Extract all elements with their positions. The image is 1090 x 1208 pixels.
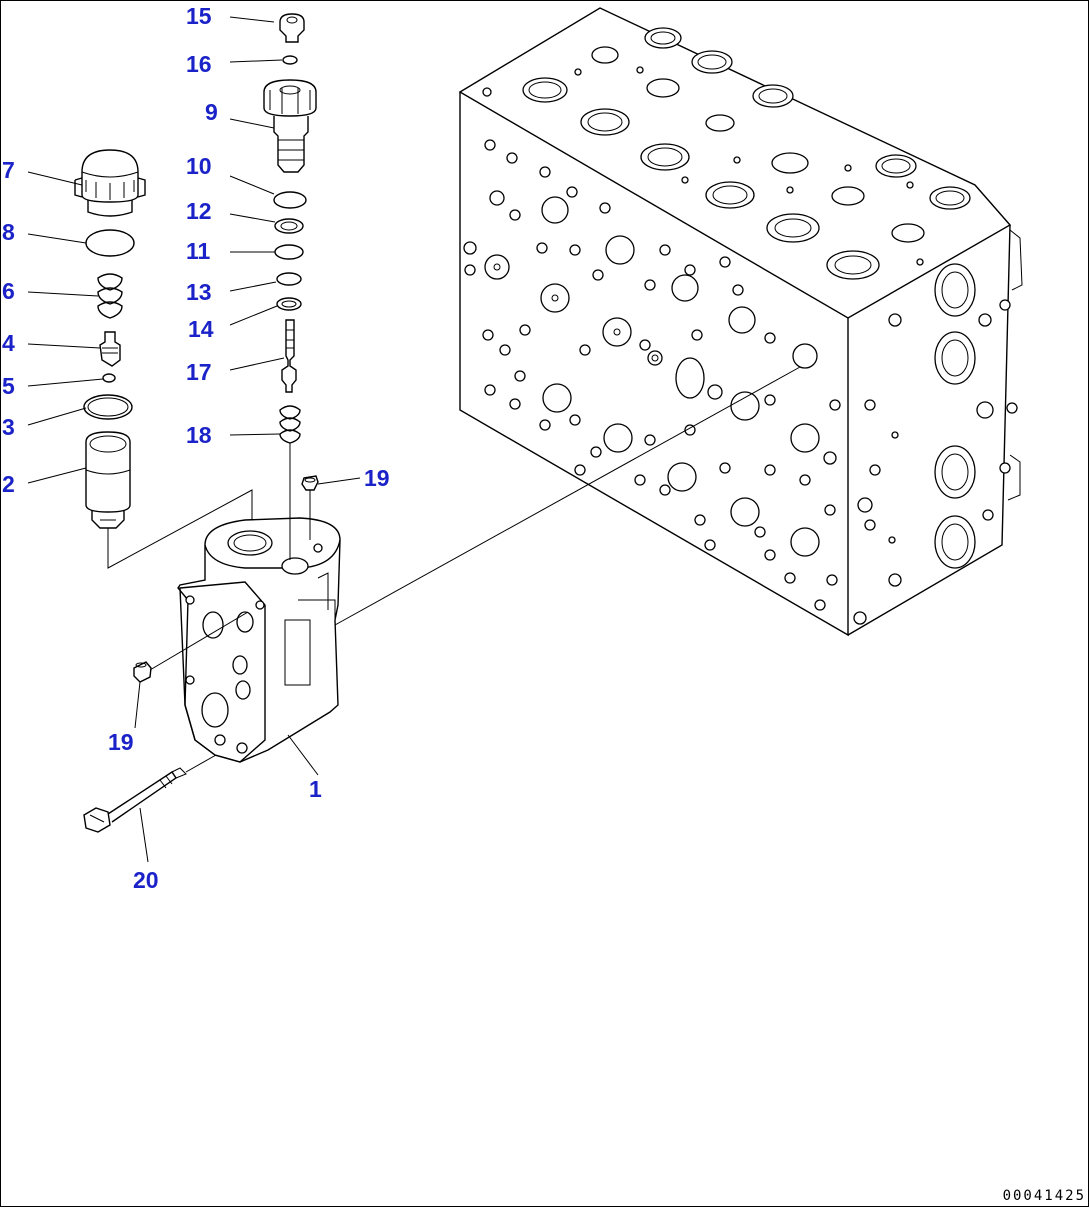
right-face-ports: [853, 263, 1018, 625]
part-3-o-ring: [83, 394, 133, 420]
part-4-poppet: [99, 331, 121, 367]
callout-9: 9: [205, 99, 218, 125]
part-17-spool: [281, 319, 297, 393]
callout-leaders: [27, 16, 361, 863]
callout-3: 3: [2, 414, 15, 440]
callout-14: 14: [188, 316, 214, 342]
part-11-o-ring: [274, 244, 304, 260]
callout-6: 6: [2, 278, 15, 304]
part-5-ring: [102, 373, 116, 383]
left-face-ports: [463, 139, 841, 611]
main-valve-block: [458, 7, 1023, 637]
callout-17: 17: [186, 359, 212, 385]
callout-1: 1: [309, 776, 322, 802]
part-7-plug: [74, 149, 146, 217]
callout-7: 7: [2, 157, 15, 183]
part-13-o-ring: [276, 272, 302, 286]
callout-19-upper: 19: [364, 465, 390, 491]
callout-12: 12: [186, 198, 212, 224]
part-19-plug-lower: [133, 661, 152, 683]
callout-5: 5: [2, 373, 15, 399]
part-14-backup-ring: [276, 297, 302, 311]
callout-11: 11: [186, 238, 211, 264]
callout-8: 8: [2, 219, 15, 245]
callout-labels: 15 16 9 7 10 12 8 11 6 13 14 4 17 5 3 18…: [2, 3, 390, 893]
part-12-backup-ring: [274, 218, 304, 234]
part-20-bolt: [83, 767, 187, 833]
callout-2: 2: [2, 471, 15, 497]
part-10-ring: [273, 191, 307, 209]
callout-19-lower: 19: [108, 729, 134, 755]
callout-4: 4: [2, 330, 15, 356]
part-2-solenoid-valve: [85, 431, 131, 529]
part-9-valve: [263, 79, 317, 173]
assembly-leader-line: [334, 366, 801, 626]
solenoid-leader-line: [107, 489, 253, 569]
callout-18: 18: [186, 422, 212, 448]
part-15-cap: [279, 13, 305, 43]
part-19-plug-upper: [301, 475, 319, 491]
part-8-o-ring: [85, 229, 135, 257]
section-valve-body: [177, 517, 341, 763]
callout-16: 16: [186, 51, 212, 77]
part-6-spring: [97, 273, 123, 319]
callout-15: 15: [186, 3, 212, 29]
part-16-ring: [282, 55, 298, 65]
callout-10: 10: [186, 153, 212, 179]
callout-13: 13: [186, 279, 212, 305]
callout-20: 20: [133, 867, 159, 893]
top-face-ports: [482, 27, 971, 280]
part-18-spring: [279, 405, 301, 444]
drawing-code: 00041425: [1003, 1188, 1086, 1204]
